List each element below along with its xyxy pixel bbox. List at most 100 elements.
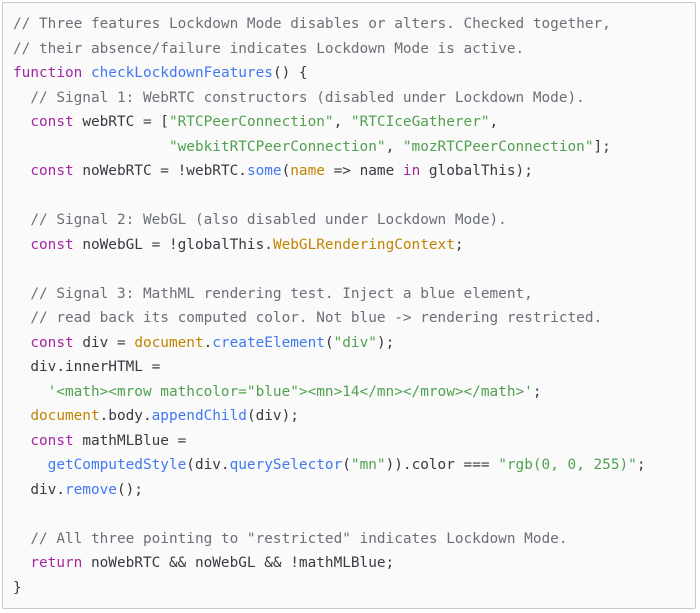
- code-block: // Three features Lockdown Mode disables…: [13, 12, 646, 600]
- code-token-keyword: function: [13, 65, 83, 81]
- code-token-func: getComputedStyle: [47, 457, 187, 473]
- code-line-empty: [13, 184, 646, 209]
- code-line: div.remove();: [13, 478, 646, 503]
- code-token-plain: [13, 335, 30, 351]
- code-line: // Three features Lockdown Mode disables…: [13, 12, 646, 37]
- code-line: div.innerHTML =: [13, 355, 646, 380]
- code-token-func: appendChild: [151, 408, 247, 424]
- code-line: const mathMLBlue =: [13, 429, 646, 454]
- code-token-plain: ,: [385, 138, 403, 155]
- code-token-plain: [13, 433, 30, 449]
- code-token-plain: ();: [116, 481, 143, 498]
- code-token-plain: ;: [532, 383, 542, 400]
- code-line: const div = document.createElement("div"…: [13, 331, 646, 356]
- code-token-keyword: return: [30, 555, 83, 571]
- code-token-plain: [13, 114, 30, 130]
- code-token-keyword: in: [402, 163, 421, 179]
- code-line: document.body.appendChild(div);: [13, 404, 646, 429]
- code-token-plain: [13, 531, 30, 547]
- code-line: const noWebRTC = !webRTC.some(name => na…: [13, 159, 646, 184]
- code-token-plain: ,: [489, 114, 499, 130]
- code-token-string: '<math><mrow mathcolor="blue"><mn>14</mn…: [47, 383, 533, 400]
- code-token-plain: )).color ===: [385, 457, 499, 473]
- code-token-plain: [13, 286, 30, 302]
- code-token-comment: // their absence/failure indicates Lockd…: [13, 40, 525, 57]
- code-token-plain: noWebGL = !globalThis.: [73, 236, 273, 253]
- code-token-comment: // All three pointing to "restricted" in…: [30, 530, 568, 547]
- code-token-func: checkLockdownFeatures: [90, 65, 273, 81]
- code-line-empty: [13, 257, 646, 282]
- code-line: '<math><mrow mathcolor="blue"><mn>14</mn…: [13, 380, 646, 405]
- code-token-comment: // Signal 2: WebGL (also disabled under …: [30, 212, 507, 228]
- code-token-plain: [13, 139, 169, 155]
- code-token-func: querySelector: [229, 457, 343, 473]
- code-token-string: "mozRTCPeerConnection": [402, 138, 594, 155]
- code-token-plain: [13, 90, 30, 106]
- code-token-plain: .body.: [99, 408, 152, 424]
- code-token-plain: => name: [324, 163, 403, 179]
- code-token-plain: [13, 555, 30, 571]
- code-token-plain: ;: [636, 457, 646, 473]
- code-line-empty: [13, 502, 646, 527]
- code-line: // Signal 2: WebGL (also disabled under …: [13, 208, 646, 233]
- code-token-plain: [13, 408, 30, 424]
- code-token-string: "mn": [350, 457, 386, 473]
- code-token-plain: [13, 237, 30, 253]
- code-token-string: "webkitRTCPeerConnection": [168, 138, 386, 155]
- code-token-plain: noWebRTC && noWebGL && !mathMLBlue;: [82, 555, 395, 571]
- code-token-property: WebGLRenderingContext: [272, 236, 455, 253]
- code-token-func: remove: [64, 481, 117, 498]
- code-token-plain: ,: [333, 114, 351, 130]
- code-token-string: "RTCIceGatherer": [350, 114, 490, 130]
- code-token-plain: (: [281, 163, 291, 179]
- code-token-plain: () {: [272, 65, 308, 81]
- code-token-plain: [82, 65, 91, 81]
- code-line: // read back its computed color. Not blu…: [13, 306, 646, 331]
- code-token-plain: (div.: [186, 457, 230, 473]
- code-token-plain: (div);: [246, 408, 299, 424]
- code-line: const webRTC = ["RTCPeerConnection", "RT…: [13, 110, 646, 135]
- code-token-keyword: const: [30, 114, 74, 130]
- code-token-string: "RTCPeerConnection": [168, 114, 334, 130]
- code-token-comment: // Signal 3: MathML rendering test. Inje…: [30, 285, 533, 302]
- code-line: getComputedStyle(div.querySelector("mn")…: [13, 453, 646, 478]
- code-token-plain: div.innerHTML =: [13, 359, 161, 375]
- code-token-plain: mathMLBlue =: [73, 432, 187, 449]
- code-token-plain: noWebRTC = !webRTC.: [73, 163, 247, 179]
- code-token-plain: ];: [593, 138, 611, 155]
- code-token-keyword: const: [30, 236, 74, 253]
- code-token-keyword: const: [30, 432, 74, 449]
- code-token-property: document: [134, 334, 204, 351]
- code-token-string: "rgb(0, 0, 255)": [498, 457, 637, 473]
- code-token-plain: [13, 163, 30, 179]
- code-line: function checkLockdownFeatures() {: [13, 61, 646, 86]
- code-token-plain: ;: [454, 236, 464, 253]
- code-token-plain: globalThis);: [420, 163, 533, 179]
- code-token-func: createElement: [212, 334, 325, 351]
- code-token-plain: (: [342, 457, 351, 473]
- code-token-plain: [13, 212, 30, 228]
- code-token-plain: }: [13, 579, 22, 596]
- code-token-plain: [13, 457, 48, 473]
- code-token-plain: div =: [73, 334, 135, 351]
- code-line: // Signal 1: WebRTC constructors (disabl…: [13, 86, 646, 111]
- code-line: // their absence/failure indicates Lockd…: [13, 37, 646, 62]
- code-token-property: document: [30, 408, 100, 424]
- code-token-comment: // Three features Lockdown Mode disables…: [13, 16, 611, 32]
- code-token-param: name: [290, 163, 325, 179]
- code-token-plain: );: [376, 334, 395, 351]
- code-token-plain: (: [324, 334, 334, 351]
- code-token-comment: // read back its computed color. Not blu…: [30, 310, 603, 326]
- code-line: // All three pointing to "restricted" in…: [13, 527, 646, 552]
- code-token-plain: [13, 384, 48, 400]
- code-token-plain: [13, 310, 30, 326]
- code-token-plain: div.: [13, 481, 65, 498]
- code-token-plain: .: [203, 334, 213, 351]
- code-token-keyword: const: [30, 163, 74, 179]
- code-token-func: some: [246, 163, 282, 179]
- code-line: // Signal 3: MathML rendering test. Inje…: [13, 282, 646, 307]
- code-token-keyword: const: [30, 334, 74, 351]
- code-token-string: "div": [333, 334, 377, 351]
- code-token-comment: // Signal 1: WebRTC constructors (disabl…: [30, 89, 585, 106]
